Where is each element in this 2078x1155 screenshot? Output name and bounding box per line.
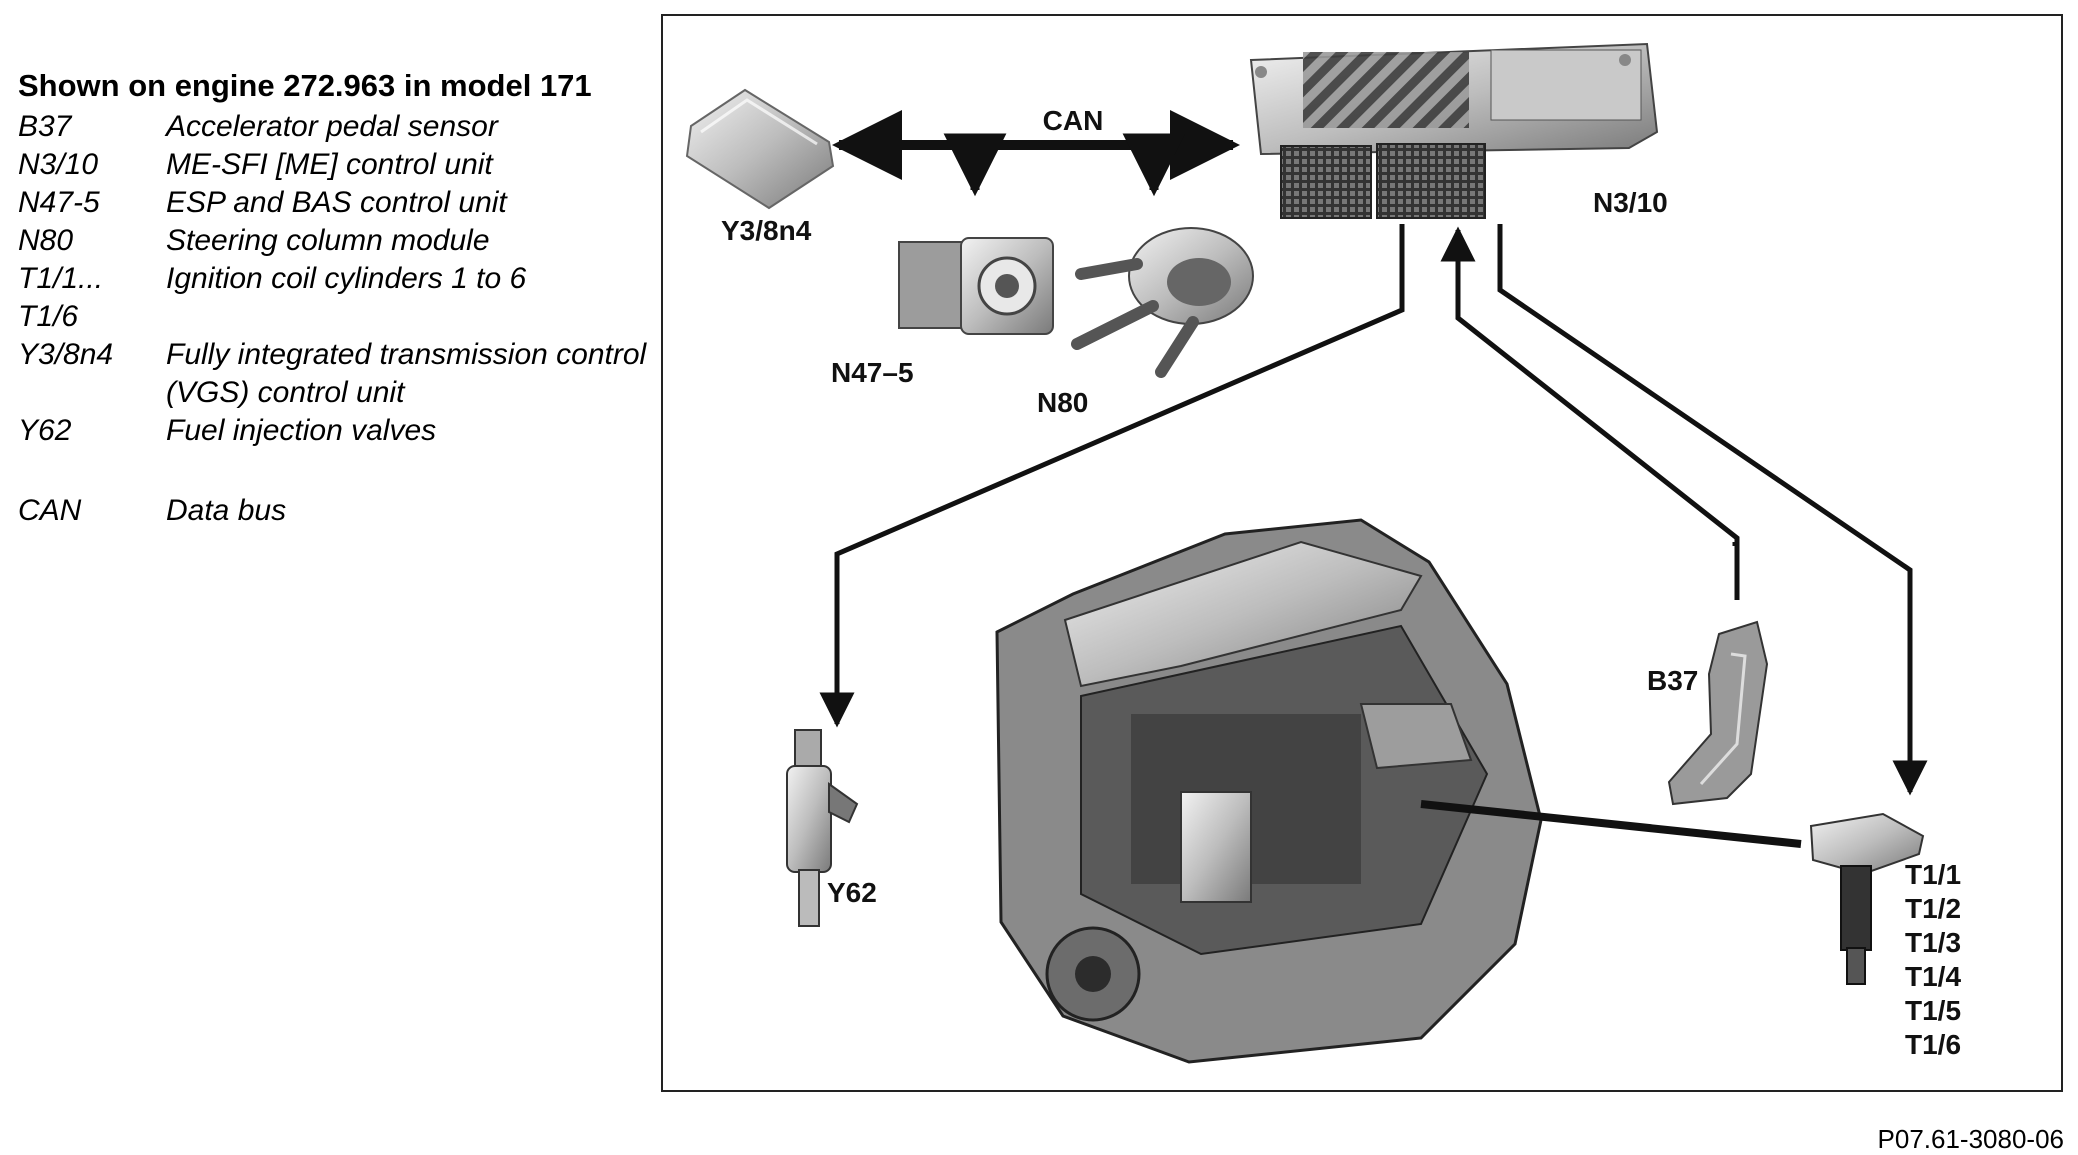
- pedal-sensor-label: B37: [1647, 665, 1698, 696]
- figure-id: P07.61-3080-06: [1877, 1124, 2064, 1154]
- ecu-label: N3/10: [1593, 187, 1668, 218]
- diagram-frame: [661, 14, 2063, 1092]
- steering-label: N80: [1037, 387, 1088, 418]
- esp-unit-n47-5: [898, 237, 1054, 335]
- fuel-injector-y62: [786, 729, 859, 927]
- legend-code: Y3/8n4: [18, 338, 114, 371]
- legend-item-can: CAN Data bus: [18, 492, 658, 530]
- legend-item-n3-10: N3/10 ME-SFI [ME] control unit: [18, 146, 658, 184]
- legend-spacer: [18, 450, 658, 492]
- system-diagram: CAN N3/10 Y3/8n4 N47–5 N80: [685, 42, 1961, 1064]
- legend: Shown on engine 272.963 in model 171 B37…: [18, 66, 658, 530]
- legend-desc: Accelerator pedal sensor: [166, 110, 498, 143]
- coil-label-5: T1/5: [1905, 995, 1961, 1026]
- legend-item-y62: Y62 Fuel injection valves: [18, 412, 658, 450]
- legend-code: Y62: [18, 414, 72, 447]
- esp-label: N47–5: [831, 357, 914, 388]
- accelerator-pedal-sensor-b37: [1667, 620, 1769, 806]
- legend-code: CAN: [18, 494, 82, 527]
- coil-labels: T1/1 T1/2 T1/3 T1/4 T1/5 T1/6: [1905, 859, 1961, 1060]
- legend-item-n80: N80 Steering column module: [18, 222, 658, 260]
- injector-label: Y62: [827, 877, 877, 908]
- legend-desc: Data bus: [166, 494, 287, 527]
- legend-item-t1: T1/1... T1/6 Ignition coil cylinders 1 t…: [18, 260, 658, 336]
- legend-desc: Ignition coil cylinders 1 to 6: [166, 262, 527, 295]
- legend-item-b37: B37 Accelerator pedal sensor: [18, 108, 658, 146]
- legend-desc: Fully integrated transmission control (V…: [166, 338, 647, 409]
- legend-desc: ESP and BAS control unit: [166, 186, 507, 219]
- legend-desc: Steering column module: [166, 224, 490, 257]
- ignition-coil-t1: [1809, 812, 1925, 985]
- coil-label-3: T1/3: [1905, 927, 1961, 958]
- can-label: CAN: [1043, 105, 1104, 136]
- coil-pointer-line: [1420, 800, 1802, 848]
- legend-code: N47-5: [18, 186, 100, 219]
- engine-illustration: [995, 518, 1543, 1064]
- legend-code: B37: [18, 110, 72, 143]
- tcu-y3-8n4: [685, 88, 835, 210]
- legend-title: Shown on engine 272.963 in model 171: [18, 68, 592, 103]
- coil-label-4: T1/4: [1905, 961, 1961, 992]
- coil-label-6: T1/6: [1905, 1029, 1961, 1060]
- tcu-label: Y3/8n4: [721, 215, 812, 246]
- coil-label-2: T1/2: [1905, 893, 1961, 924]
- legend-item-y3-8n4: Y3/8n4 Fully integrated transmission con…: [18, 336, 658, 412]
- legend-code: T1/1... T1/6: [18, 262, 104, 333]
- can-bus: [832, 110, 1240, 197]
- legend-code: N3/10: [18, 148, 99, 181]
- legend-item-n47-5: N47-5 ESP and BAS control unit: [18, 184, 658, 222]
- legend-desc: ME-SFI [ME] control unit: [166, 148, 493, 181]
- ecu-n3-10: [1249, 42, 1659, 219]
- legend-desc: Fuel injection valves: [166, 414, 437, 447]
- coil-label-1: T1/1: [1905, 859, 1961, 890]
- signal-lines: [819, 224, 1928, 796]
- steering-module-n80: [1071, 227, 1254, 378]
- legend-code: N80: [18, 224, 74, 257]
